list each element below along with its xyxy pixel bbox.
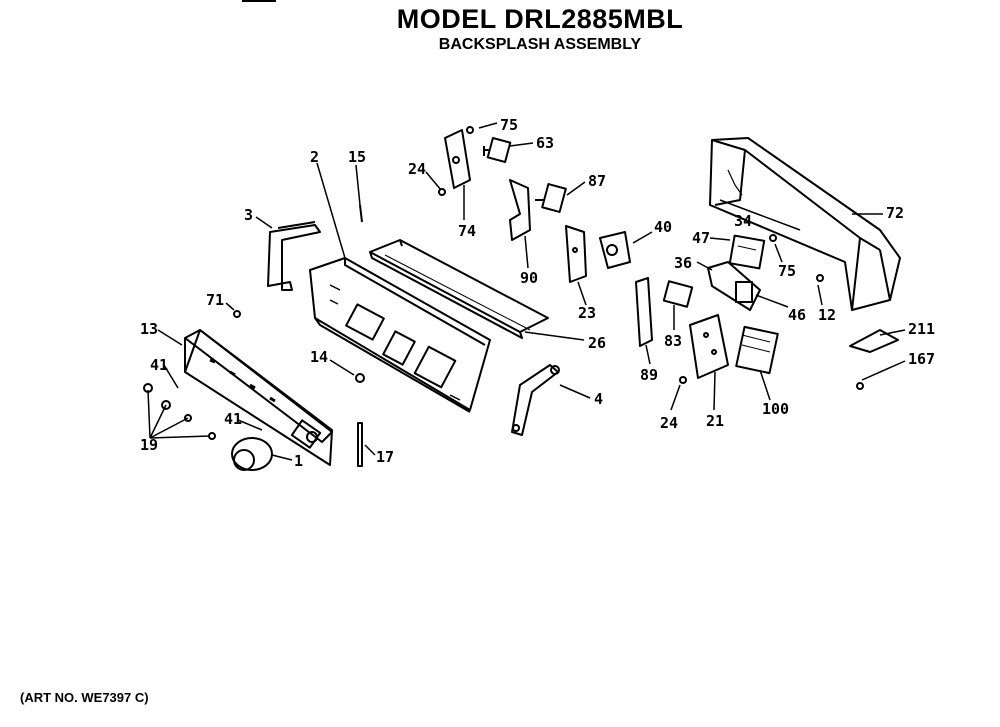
callout-74: 74 — [458, 222, 476, 240]
part-4-right-bracket — [511, 364, 560, 436]
part-26-top-trim — [369, 239, 549, 339]
callout-24-a: 24 — [408, 160, 426, 178]
callout-41-b: 41 — [224, 410, 242, 428]
part-34-module — [728, 234, 766, 270]
callout-21: 21 — [706, 412, 724, 430]
part-89-bracket — [635, 277, 653, 347]
part-21-board — [689, 314, 729, 379]
hardware-fasteners — [143, 126, 864, 440]
part-2-control-panel-housing — [309, 257, 491, 413]
callout-41-a: 41 — [150, 356, 168, 374]
diagram-title: MODEL DRL2885MBL — [396, 4, 684, 34]
part-3-left-bracket — [267, 221, 321, 291]
callout-46: 46 — [788, 306, 806, 324]
callout-72: 72 — [886, 204, 904, 222]
part-13-control-panel-face — [184, 329, 333, 466]
top-edge-mark — [242, 0, 276, 2]
callout-34: 34 — [734, 212, 752, 230]
part-211-foot-bracket — [849, 329, 899, 353]
part-83-switch — [662, 280, 694, 308]
callout-100: 100 — [762, 400, 789, 418]
callout-3: 3 — [244, 206, 253, 224]
callout-26: 26 — [588, 334, 606, 352]
callout-40: 40 — [654, 218, 672, 236]
callout-211: 211 — [908, 320, 935, 338]
art-number: (ART NO. WE7397 C) — [20, 690, 149, 705]
part-36-46-module — [707, 261, 761, 311]
callout-15: 15 — [348, 148, 366, 166]
callout-36: 36 — [674, 254, 692, 272]
callout-17: 17 — [376, 448, 394, 466]
part-72-backsplash-cap — [709, 137, 901, 311]
callout-labels: 75 63 24 2 15 87 74 3 90 40 72 34 47 75 … — [140, 116, 935, 470]
diagram-subtitle: BACKSPLASH ASSEMBLY — [438, 36, 642, 53]
part-63-switch — [483, 137, 512, 163]
callout-14: 14 — [310, 348, 328, 366]
part-1-knob — [231, 437, 273, 471]
part-23-bracket — [565, 225, 587, 283]
callout-2: 2 — [310, 148, 319, 166]
callout-24-b: 24 — [660, 414, 678, 432]
callout-63: 63 — [536, 134, 554, 152]
callout-167: 167 — [908, 350, 935, 368]
part-100-timer — [735, 325, 779, 375]
callout-83: 83 — [664, 332, 682, 350]
callout-12: 12 — [818, 306, 836, 324]
part-87-switch — [535, 183, 567, 213]
callout-47: 47 — [692, 229, 710, 247]
callout-19: 19 — [140, 436, 158, 454]
callout-1: 1 — [294, 452, 303, 470]
callout-75-a: 75 — [500, 116, 518, 134]
callout-23: 23 — [578, 304, 596, 322]
part-40-selector-switch — [599, 231, 631, 269]
callout-87: 87 — [588, 172, 606, 190]
callout-4: 4 — [594, 390, 603, 408]
leader-lines — [147, 122, 906, 461]
callout-89: 89 — [640, 366, 658, 384]
part-74-plate — [444, 129, 471, 189]
callout-90: 90 — [520, 269, 538, 287]
part-17-shaft — [357, 422, 363, 467]
callout-13: 13 — [140, 320, 158, 338]
part-90-bracket — [509, 179, 531, 241]
callout-75-b: 75 — [778, 262, 796, 280]
callout-71: 71 — [206, 291, 224, 309]
